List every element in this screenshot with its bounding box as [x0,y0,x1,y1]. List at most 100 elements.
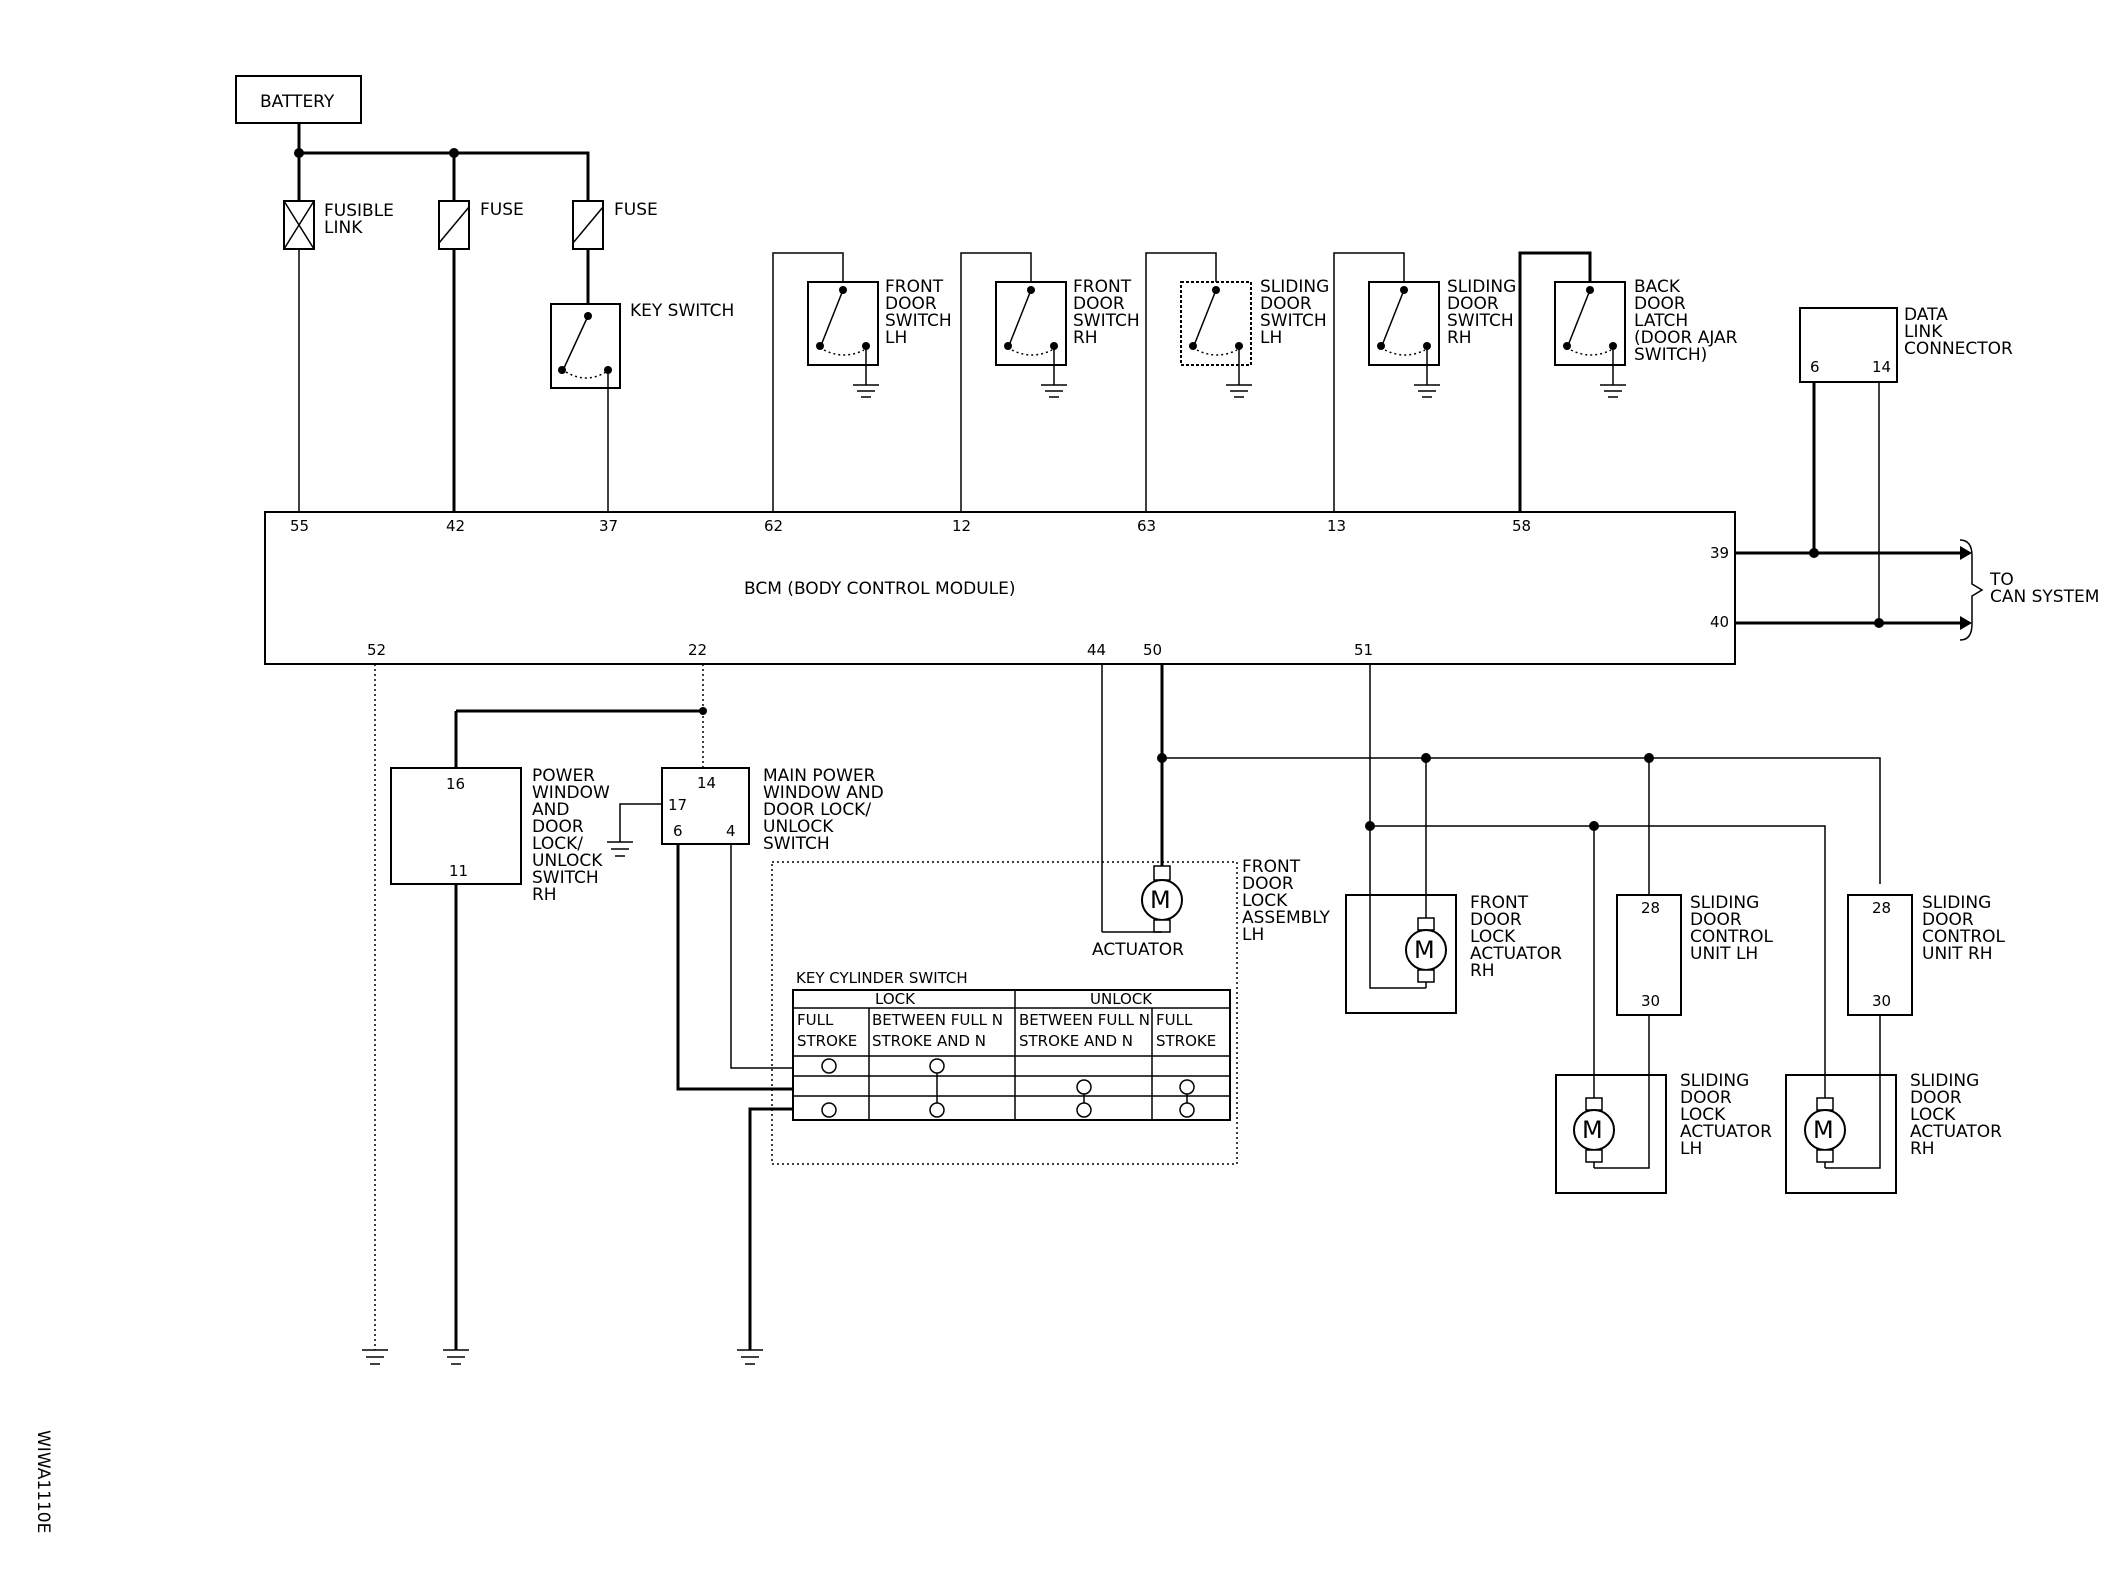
bcm-pin-40: 40 [1710,613,1729,631]
fdla-lh-label-2: DOOR [1242,874,1294,894]
mpw-pin-6: 6 [673,822,683,840]
can-label-2: CAN SYSTEM [1990,587,2099,607]
fuse-2-label: FUSE [614,200,658,220]
main-power-window-switch: 14 17 6 4 MAIN POWER WINDOW AND DOOR LOC… [661,766,884,854]
kcs-col2-1: BETWEEN FULL N [872,1011,1003,1029]
key-switch-label: KEY SWITCH [630,301,734,321]
sdcu-rh-pin-28: 28 [1872,899,1891,917]
sds-lh-label-1: SLIDING [1260,277,1329,297]
sdla-lh-motor: M [1582,1116,1603,1144]
sdcu-rh-label-2: DOOR [1922,910,1974,930]
dlc-pin-6: 6 [1810,358,1820,376]
fusible-link: FUSIBLE LINK [283,200,394,250]
fds-lh-label-3: SWITCH [885,311,952,331]
sdcu-lh-label-3: CONTROL [1690,927,1774,947]
bcm-pin-12: 12 [952,517,971,535]
sdcu-lh-label-4: UNIT LH [1690,944,1758,964]
sds-rh-label-1: SLIDING [1447,277,1516,297]
pw-rh-label-6: UNLOCK [532,851,603,871]
front-door-switch-lh: FRONT DOOR SWITCH LH [772,252,952,520]
sliding-door-control-unit-lh: 28 30 SLIDING DOOR CONTROL UNIT LH [1616,758,1774,1016]
bcm-pin-58: 58 [1512,517,1531,535]
sliding-door-lock-actuator-lh: M SLIDING DOOR LOCK ACTUATOR LH [1555,826,1772,1194]
fdla-rh-label-2: DOOR [1470,910,1522,930]
dlc-label-3: CONNECTOR [1904,339,2013,359]
bcm-pin-52: 52 [367,641,386,659]
front-door-lock-assembly-enclosure [771,861,1238,1165]
pw-rh-label-3: AND [532,800,569,820]
sds-rh-label-3: SWITCH [1447,311,1514,331]
bcm-pin-51: 51 [1354,641,1373,659]
bdl-label-4: (DOOR AJAR [1634,328,1738,348]
fdla-rh-motor: M [1414,936,1435,964]
bcm-pin-63: 63 [1137,517,1156,535]
pw-rh-label-4: DOOR [532,817,584,837]
front-door-lock-actuator-lh: M [1141,865,1183,933]
sliding-door-switch-rh: SLIDING DOOR SWITCH RH [1333,252,1516,520]
battery-block: BATTERY [235,75,362,124]
bdl-label-5: SWITCH) [1634,345,1707,365]
bcm-pin-22: 22 [688,641,707,659]
fdla-rh-label-1: FRONT [1470,893,1529,913]
fuse-2: FUSE [572,200,658,250]
kcs-col4-1: FULL [1156,1011,1193,1029]
kcs-col3-2: STROKE AND N [1019,1032,1133,1050]
fusible-link-label-1: FUSIBLE [324,201,394,221]
pw-rh-label-8: RH [532,885,557,905]
sdcu-rh-label-3: CONTROL [1922,927,2006,947]
sdcu-lh-pin-28: 28 [1641,899,1660,917]
sds-rh-label-4: RH [1447,328,1472,348]
sdla-rh-label-5: RH [1910,1139,1935,1159]
kcs-title: KEY CYLINDER SWITCH [796,969,968,987]
kcs-col3-1: BETWEEN FULL N [1019,1011,1150,1029]
sdcu-lh-label-2: DOOR [1690,910,1742,930]
bcm-pin-62: 62 [764,517,783,535]
fdla-rh-label-5: RH [1470,961,1495,981]
fdla-lh-label-1: FRONT [1242,857,1301,877]
fdla-lh-label-5: LH [1242,925,1264,945]
fds-lh-label-4: LH [885,328,907,348]
sdla-lh-label-3: LOCK [1680,1105,1726,1125]
power-window-switch-rh: 16 11 POWER WINDOW AND DOOR LOCK/ UNLOCK… [390,766,610,905]
sliding-door-lock-actuator-rh: M SLIDING DOOR LOCK ACTUATOR RH [1785,1015,2002,1194]
fds-rh-label-2: DOOR [1073,294,1125,314]
sds-lh-label-4: LH [1260,328,1282,348]
key-switch: KEY SWITCH [550,301,734,389]
mpw-label-2: WINDOW AND [763,783,884,803]
bdl-label-1: BACK [1634,277,1681,297]
fdla-lh-label-3: LOCK [1242,891,1288,911]
sliding-door-control-unit-rh: 28 30 SLIDING DOOR CONTROL UNIT RH [1847,893,2006,1016]
bcm-pin-37: 37 [599,517,618,535]
sds-lh-label-2: DOOR [1260,294,1312,314]
back-door-latch: BACK DOOR LATCH (DOOR AJAR SWITCH) [1518,251,1738,520]
bcm-pin-39: 39 [1710,544,1729,562]
sdcu-lh-pin-30: 30 [1641,992,1660,1010]
bcm-pin-42: 42 [446,517,465,535]
bcm-block: BCM (BODY CONTROL MODULE) 55 42 37 62 12… [264,511,1736,665]
battery-label: BATTERY [260,92,335,112]
sdla-rh-label-3: LOCK [1910,1105,1956,1125]
dlc-pin-14: 14 [1872,358,1891,376]
fdla-lh-label-4: ASSEMBLY [1242,908,1330,928]
kcs-col1-2: STROKE [797,1032,857,1050]
sdla-rh-label-2: DOOR [1910,1088,1962,1108]
pw-rh-label-2: WINDOW [532,783,610,803]
sdla-lh-label-5: LH [1680,1139,1702,1159]
sdla-rh-label-4: ACTUATOR [1910,1122,2002,1142]
fdla-rh-label-3: LOCK [1470,927,1516,947]
front-door-lock-actuator-rh: M FRONT DOOR LOCK ACTUATOR RH [1345,758,1562,1014]
sdla-lh-label-2: DOOR [1680,1088,1732,1108]
bcm-pin-50: 50 [1143,641,1162,659]
front-door-switch-rh: FRONT DOOR SWITCH RH [960,252,1140,520]
sdcu-rh-label-1: SLIDING [1922,893,1991,913]
fds-lh-label-2: DOOR [885,294,937,314]
actuator-label: ACTUATOR [1092,940,1184,960]
fuse-1: FUSE [438,200,524,250]
mpw-pin-17: 17 [668,796,687,814]
bcm-label: BCM (BODY CONTROL MODULE) [744,579,1015,599]
fdla-lh-motor: M [1150,886,1171,914]
dlc-label-1: DATA [1904,305,1948,325]
can-label-1: TO [1989,570,2014,590]
sdla-lh-label-4: ACTUATOR [1680,1122,1772,1142]
